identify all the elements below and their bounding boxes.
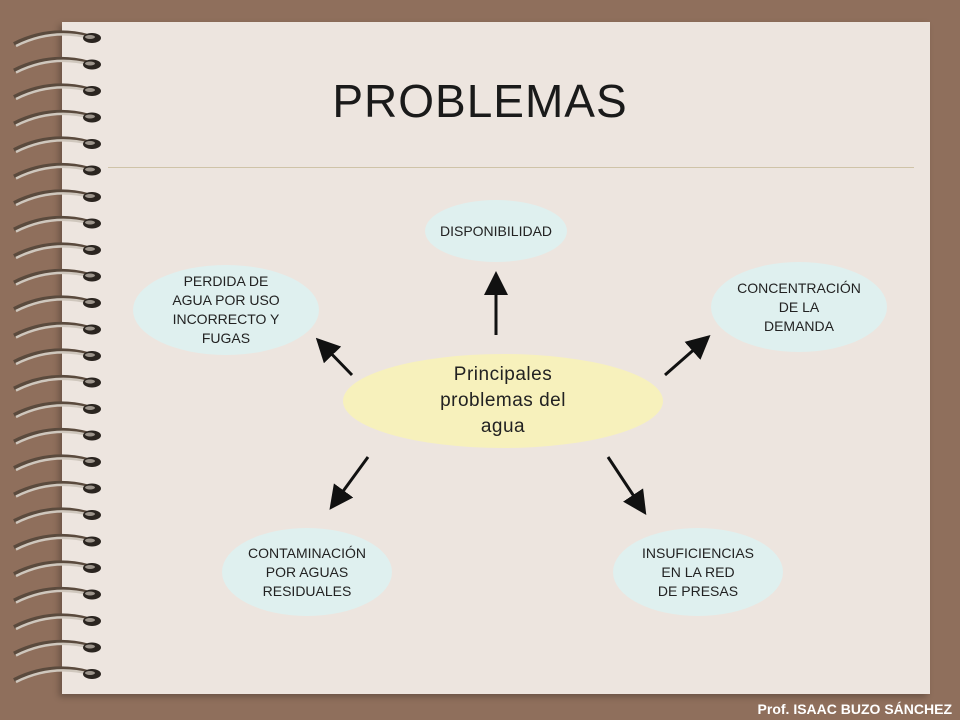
node-concentracion-demanda: CONCENTRACIÓN DE LA DEMANDA <box>711 262 887 352</box>
node-contaminacion: CONTAMINACIÓN POR AGUAS RESIDUALES <box>222 528 392 616</box>
arrow-down-left <box>329 456 370 510</box>
title-divider <box>108 167 914 168</box>
node-perdida-agua: PERDIDA DE AGUA POR USO INCORRECTO Y FUG… <box>133 265 319 355</box>
arrow-up-right <box>664 335 711 377</box>
node-disponibilidad: DISPONIBILIDAD <box>425 200 567 262</box>
node-insuficiencias: INSUFICIENCIAS EN LA RED DE PRESAS <box>613 528 783 616</box>
arrow-up-left <box>315 337 354 377</box>
author-footer: Prof. ISAAC BUZO SÁNCHEZ <box>757 701 952 717</box>
page-title: PROBLEMAS <box>332 75 628 127</box>
node-principales-problemas: Principales problemas del agua <box>343 354 663 448</box>
arrow-down-right <box>606 456 647 516</box>
spiral-binding-icon <box>13 30 101 684</box>
